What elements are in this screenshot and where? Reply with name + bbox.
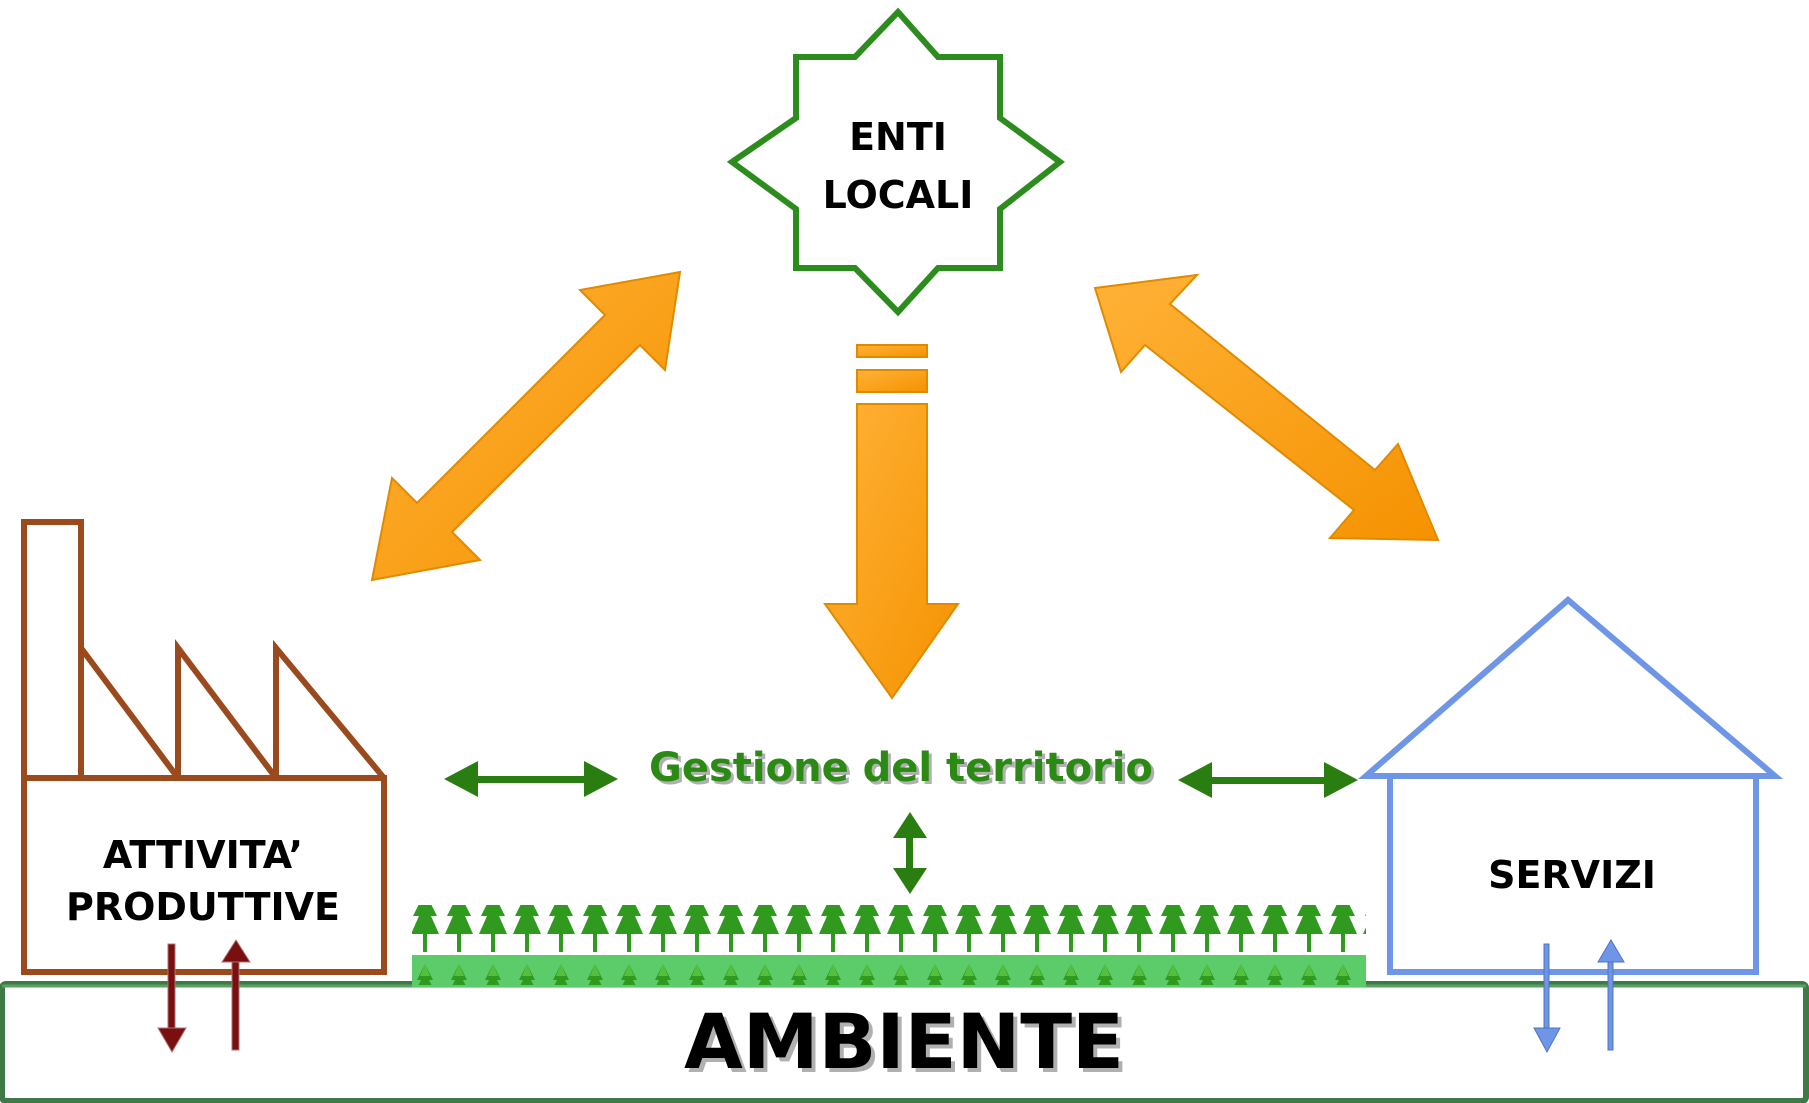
factory-icon xyxy=(21,519,387,975)
green-double-arrow-left xyxy=(444,761,618,797)
attivita-line1: ATTIVITA’ xyxy=(103,833,303,877)
house-flow-arrows xyxy=(1533,939,1625,1054)
enti-locali-node: ENTI LOCALI xyxy=(823,115,974,217)
green-double-arrow-right xyxy=(1178,762,1358,798)
servizi-label: SERVIZI xyxy=(1488,853,1656,897)
gestione-label: Gestione del territorio xyxy=(649,745,1153,791)
house-icon xyxy=(1357,596,1784,975)
factory-flow-arrows xyxy=(157,939,251,1053)
attivita-produttive-node: ATTIVITA’ PRODUTTIVE xyxy=(66,833,340,929)
gestione-label-group: Gestione del territorio Gestione del ter… xyxy=(649,745,1156,794)
gestione-label-shadow: Gestione del territorio xyxy=(652,748,1156,794)
ambiente-label: AMBIENTE xyxy=(684,997,1124,1086)
orange-double-arrow-left xyxy=(370,270,682,582)
orange-double-arrow-right xyxy=(1093,273,1440,542)
star-octagram-icon xyxy=(726,7,1065,317)
servizi-node: SERVIZI xyxy=(1488,853,1656,897)
orange-down-arrow xyxy=(823,344,960,700)
forest-icon xyxy=(412,905,1366,987)
ambiente-label-group: AMBIENTE AMBIENTE xyxy=(684,997,1128,1090)
green-double-arrow-vertical xyxy=(893,812,927,894)
enti-locali-line1: ENTI xyxy=(849,115,947,159)
attivita-line2: PRODUTTIVE xyxy=(66,885,340,929)
ambiente-label-shadow: AMBIENTE xyxy=(688,1001,1128,1090)
enti-locali-line2: LOCALI xyxy=(823,173,974,217)
